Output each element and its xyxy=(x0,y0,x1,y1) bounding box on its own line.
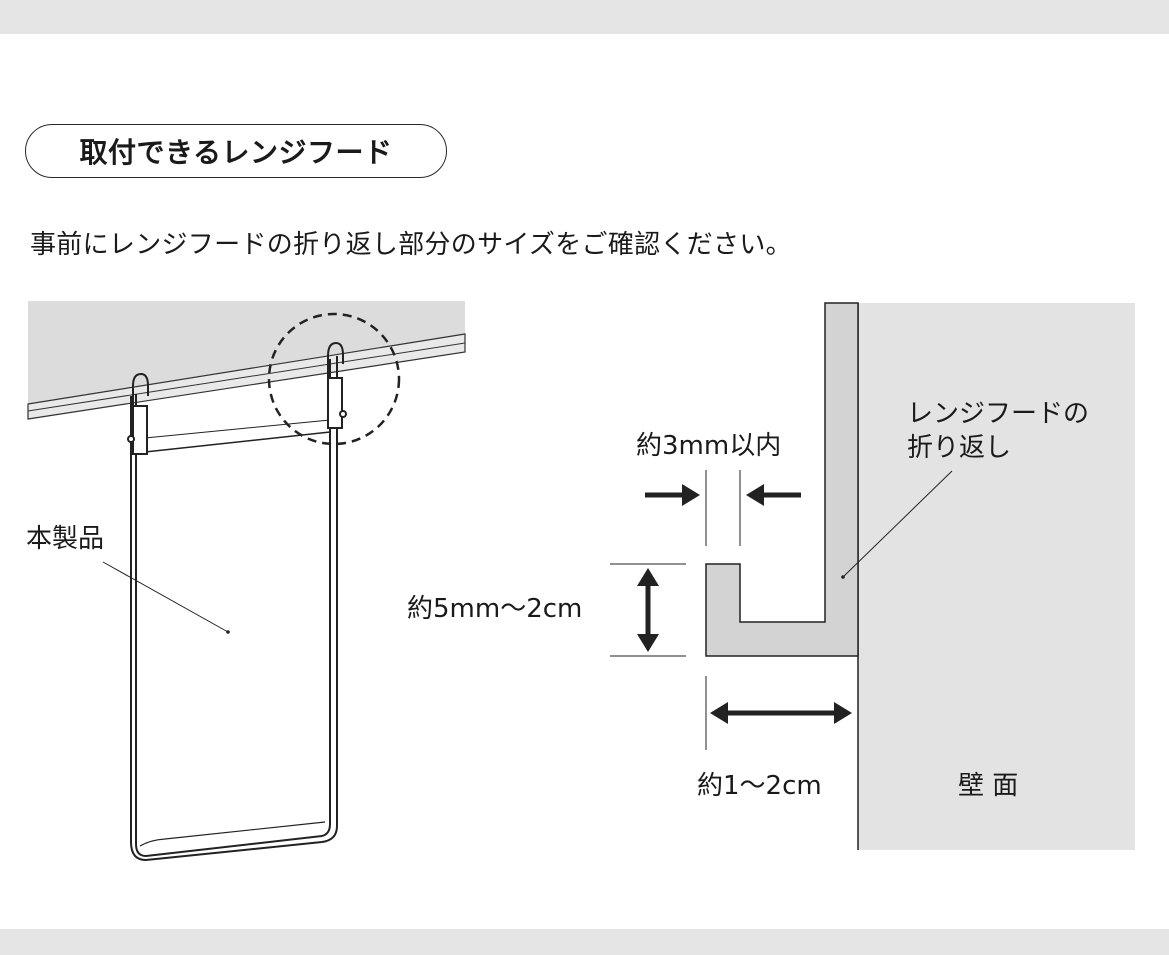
product-leader-line xyxy=(102,561,229,633)
fold-label-line1: レンジフードの xyxy=(907,399,1089,429)
depth-double-arrow xyxy=(710,702,852,724)
section-heading: 取付できるレンジフード xyxy=(25,124,447,178)
product-label: 本製品 xyxy=(26,524,104,554)
detail-highlight-circle xyxy=(267,312,401,446)
hook-right xyxy=(327,341,347,429)
section-heading-text: 取付できるレンジフード xyxy=(79,136,393,169)
wall-label: 壁 面 xyxy=(958,771,1018,801)
right-cross-section: レンジフードの 折り返し 約3mm以内 約5mm〜2cm xyxy=(407,302,1135,850)
instruction-text: 事前にレンジフードの折り返し部分のサイズをご確認ください。 xyxy=(30,230,792,260)
gap-arrow-right xyxy=(746,484,801,506)
left-illustration: 本製品 xyxy=(26,301,466,861)
height-double-arrow xyxy=(637,568,659,652)
installation-diagram: 本製品 レンジフードの 折り返し 約3mm以内 xyxy=(26,301,1135,861)
hook-left xyxy=(127,372,149,455)
fold-leader-line xyxy=(842,470,953,578)
hood-fold-profile xyxy=(705,302,859,657)
product-frame xyxy=(130,356,338,861)
gap-arrow-left xyxy=(645,484,700,506)
depth-dimension-label: 約1〜2cm xyxy=(697,771,822,801)
range-hood-panel xyxy=(28,301,465,404)
gap-dimension-label: 約3mm以内 xyxy=(636,431,781,461)
height-dimension-label: 約5mm〜2cm xyxy=(407,594,582,624)
fold-label-line2: 折り返し xyxy=(907,433,1011,463)
wall-surface xyxy=(858,303,1135,850)
page: 取付できるレンジフード 事前にレンジフードの折り返し部分のサイズをご確認ください… xyxy=(0,34,1169,929)
